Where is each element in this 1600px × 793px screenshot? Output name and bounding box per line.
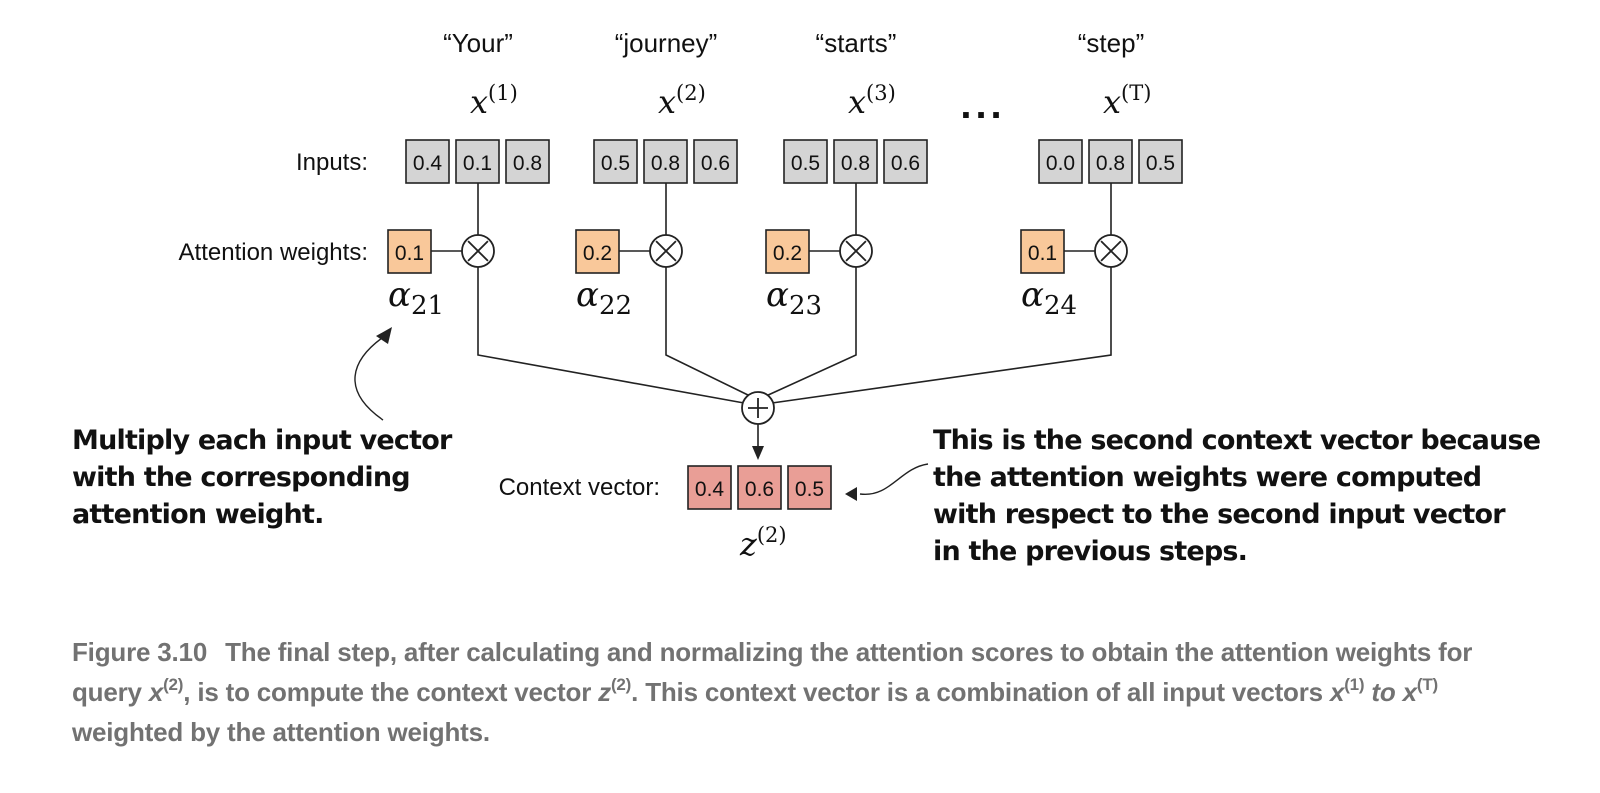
input-value-box: 0.0 xyxy=(1038,139,1083,184)
token-word: “starts” xyxy=(816,28,897,58)
context-vector: 0.4 0.6 0.5 z(2) xyxy=(687,465,832,563)
input-value-box-value: 0.4 xyxy=(413,152,443,175)
right-callout-line: This is the second context vector becaus… xyxy=(933,425,1541,456)
attention-weight-box-value: 0.2 xyxy=(583,242,612,265)
attention-weight-box: 0.2 xyxy=(765,229,810,274)
token-word: “Your” xyxy=(443,28,513,58)
sum-icon xyxy=(741,391,775,425)
context-vector-label: Context vector: xyxy=(499,474,660,501)
context-value-box-value: 0.4 xyxy=(695,478,725,501)
input-value-box-value: 0.8 xyxy=(513,152,542,175)
input-value-box-value: 0.5 xyxy=(601,152,630,175)
input-value-box-value: 0.6 xyxy=(701,152,730,175)
right-callout-line: the attention weights were computed xyxy=(933,462,1482,493)
attention-weight-box-value: 0.1 xyxy=(1028,242,1057,265)
attention-weight-box: 0.1 xyxy=(1020,229,1065,274)
input-value-box-value: 0.1 xyxy=(463,152,492,175)
input-value-box: 0.5 xyxy=(783,139,828,184)
left-callout-line: with the corresponding xyxy=(72,462,411,493)
input-value-box: 0.8 xyxy=(505,139,550,184)
attention-weight-symbol: α22 xyxy=(576,275,632,321)
figure-number: Figure 3.10 xyxy=(72,637,208,667)
input-value-box: 0.6 xyxy=(693,139,738,184)
input-vector-symbol: x(T) xyxy=(1103,81,1151,121)
token-word: “journey” xyxy=(615,28,718,58)
input-value-box-value: 0.8 xyxy=(1096,152,1125,175)
attention-diagram: Inputs: Attention weights: Context vecto… xyxy=(179,28,1183,563)
input-vector-symbol: x(1) xyxy=(470,81,518,121)
left-callout-arrow xyxy=(354,337,384,421)
right-callout-arrow xyxy=(859,463,929,495)
attention-weight-box: 0.1 xyxy=(387,229,432,274)
input-value-box: 0.5 xyxy=(1138,139,1183,184)
arrow-down-icon xyxy=(752,446,764,460)
context-value-box-value: 0.5 xyxy=(795,478,824,501)
token-column: “Your” x(1) 0.4 0.1 0.8 0.1 α21 xyxy=(387,28,745,404)
attention-weight-box-value: 0.1 xyxy=(395,242,424,265)
right-callout: This is the second context vector becaus… xyxy=(933,422,1541,570)
token-column: “step” x(T) 0.0 0.8 0.5 0.1 α24 xyxy=(771,28,1183,404)
input-value-box-value: 0.5 xyxy=(791,152,820,175)
input-value-box: 0.6 xyxy=(883,139,928,184)
multiply-icon xyxy=(839,234,873,268)
multiply-icon xyxy=(1094,234,1128,268)
attention-weight-symbol: α24 xyxy=(1021,275,1077,321)
input-value-box-value: 0.0 xyxy=(1046,152,1075,175)
multiply-icon xyxy=(649,234,683,268)
arrow-head-icon xyxy=(376,327,392,344)
right-callout-line: with respect to the second input vector xyxy=(933,499,1506,530)
attention-weight-box: 0.2 xyxy=(575,229,620,274)
right-callout-line: in the previous steps. xyxy=(933,536,1248,567)
input-value-box-value: 0.8 xyxy=(651,152,680,175)
attention-weights-label: Attention weights: xyxy=(179,239,368,266)
attention-weight-box-value: 0.2 xyxy=(773,242,802,265)
multiply-icon xyxy=(461,234,495,268)
attention-weight-symbol: α23 xyxy=(766,275,822,321)
input-value-box: 0.8 xyxy=(833,139,878,184)
ellipsis: ... xyxy=(960,83,1005,127)
input-value-box-value: 0.5 xyxy=(1146,152,1175,175)
input-value-box: 0.1 xyxy=(455,139,500,184)
input-value-box: 0.8 xyxy=(643,139,688,184)
input-value-box: 0.8 xyxy=(1088,139,1133,184)
left-callout: Multiply each input vector with the corr… xyxy=(72,422,452,533)
context-value-box: 0.5 xyxy=(787,465,832,510)
context-value-box: 0.4 xyxy=(687,465,732,510)
arrow-head-icon xyxy=(845,487,857,501)
token-word: “step” xyxy=(1078,28,1144,58)
token-column: “journey” x(2) 0.5 0.8 0.6 0.2 α22 xyxy=(575,28,751,397)
left-callout-line: Multiply each input vector xyxy=(72,425,452,456)
input-vector-symbol: x(2) xyxy=(658,81,706,121)
token-column: “starts” x(3) 0.5 0.8 0.6 0.2 α23 xyxy=(765,28,928,397)
context-vector-symbol: z(2) xyxy=(739,523,787,563)
input-value-box: 0.5 xyxy=(593,139,638,184)
attention-weight-symbol: α21 xyxy=(388,275,444,321)
context-value-box-value: 0.6 xyxy=(745,478,774,501)
left-callout-line: attention weight. xyxy=(72,499,324,530)
input-value-box-value: 0.8 xyxy=(841,152,870,175)
input-vector-symbol: x(3) xyxy=(848,81,896,121)
context-value-box: 0.6 xyxy=(737,465,782,510)
input-value-box: 0.4 xyxy=(405,139,450,184)
inputs-label: Inputs: xyxy=(296,149,368,176)
input-value-box-value: 0.6 xyxy=(891,152,920,175)
